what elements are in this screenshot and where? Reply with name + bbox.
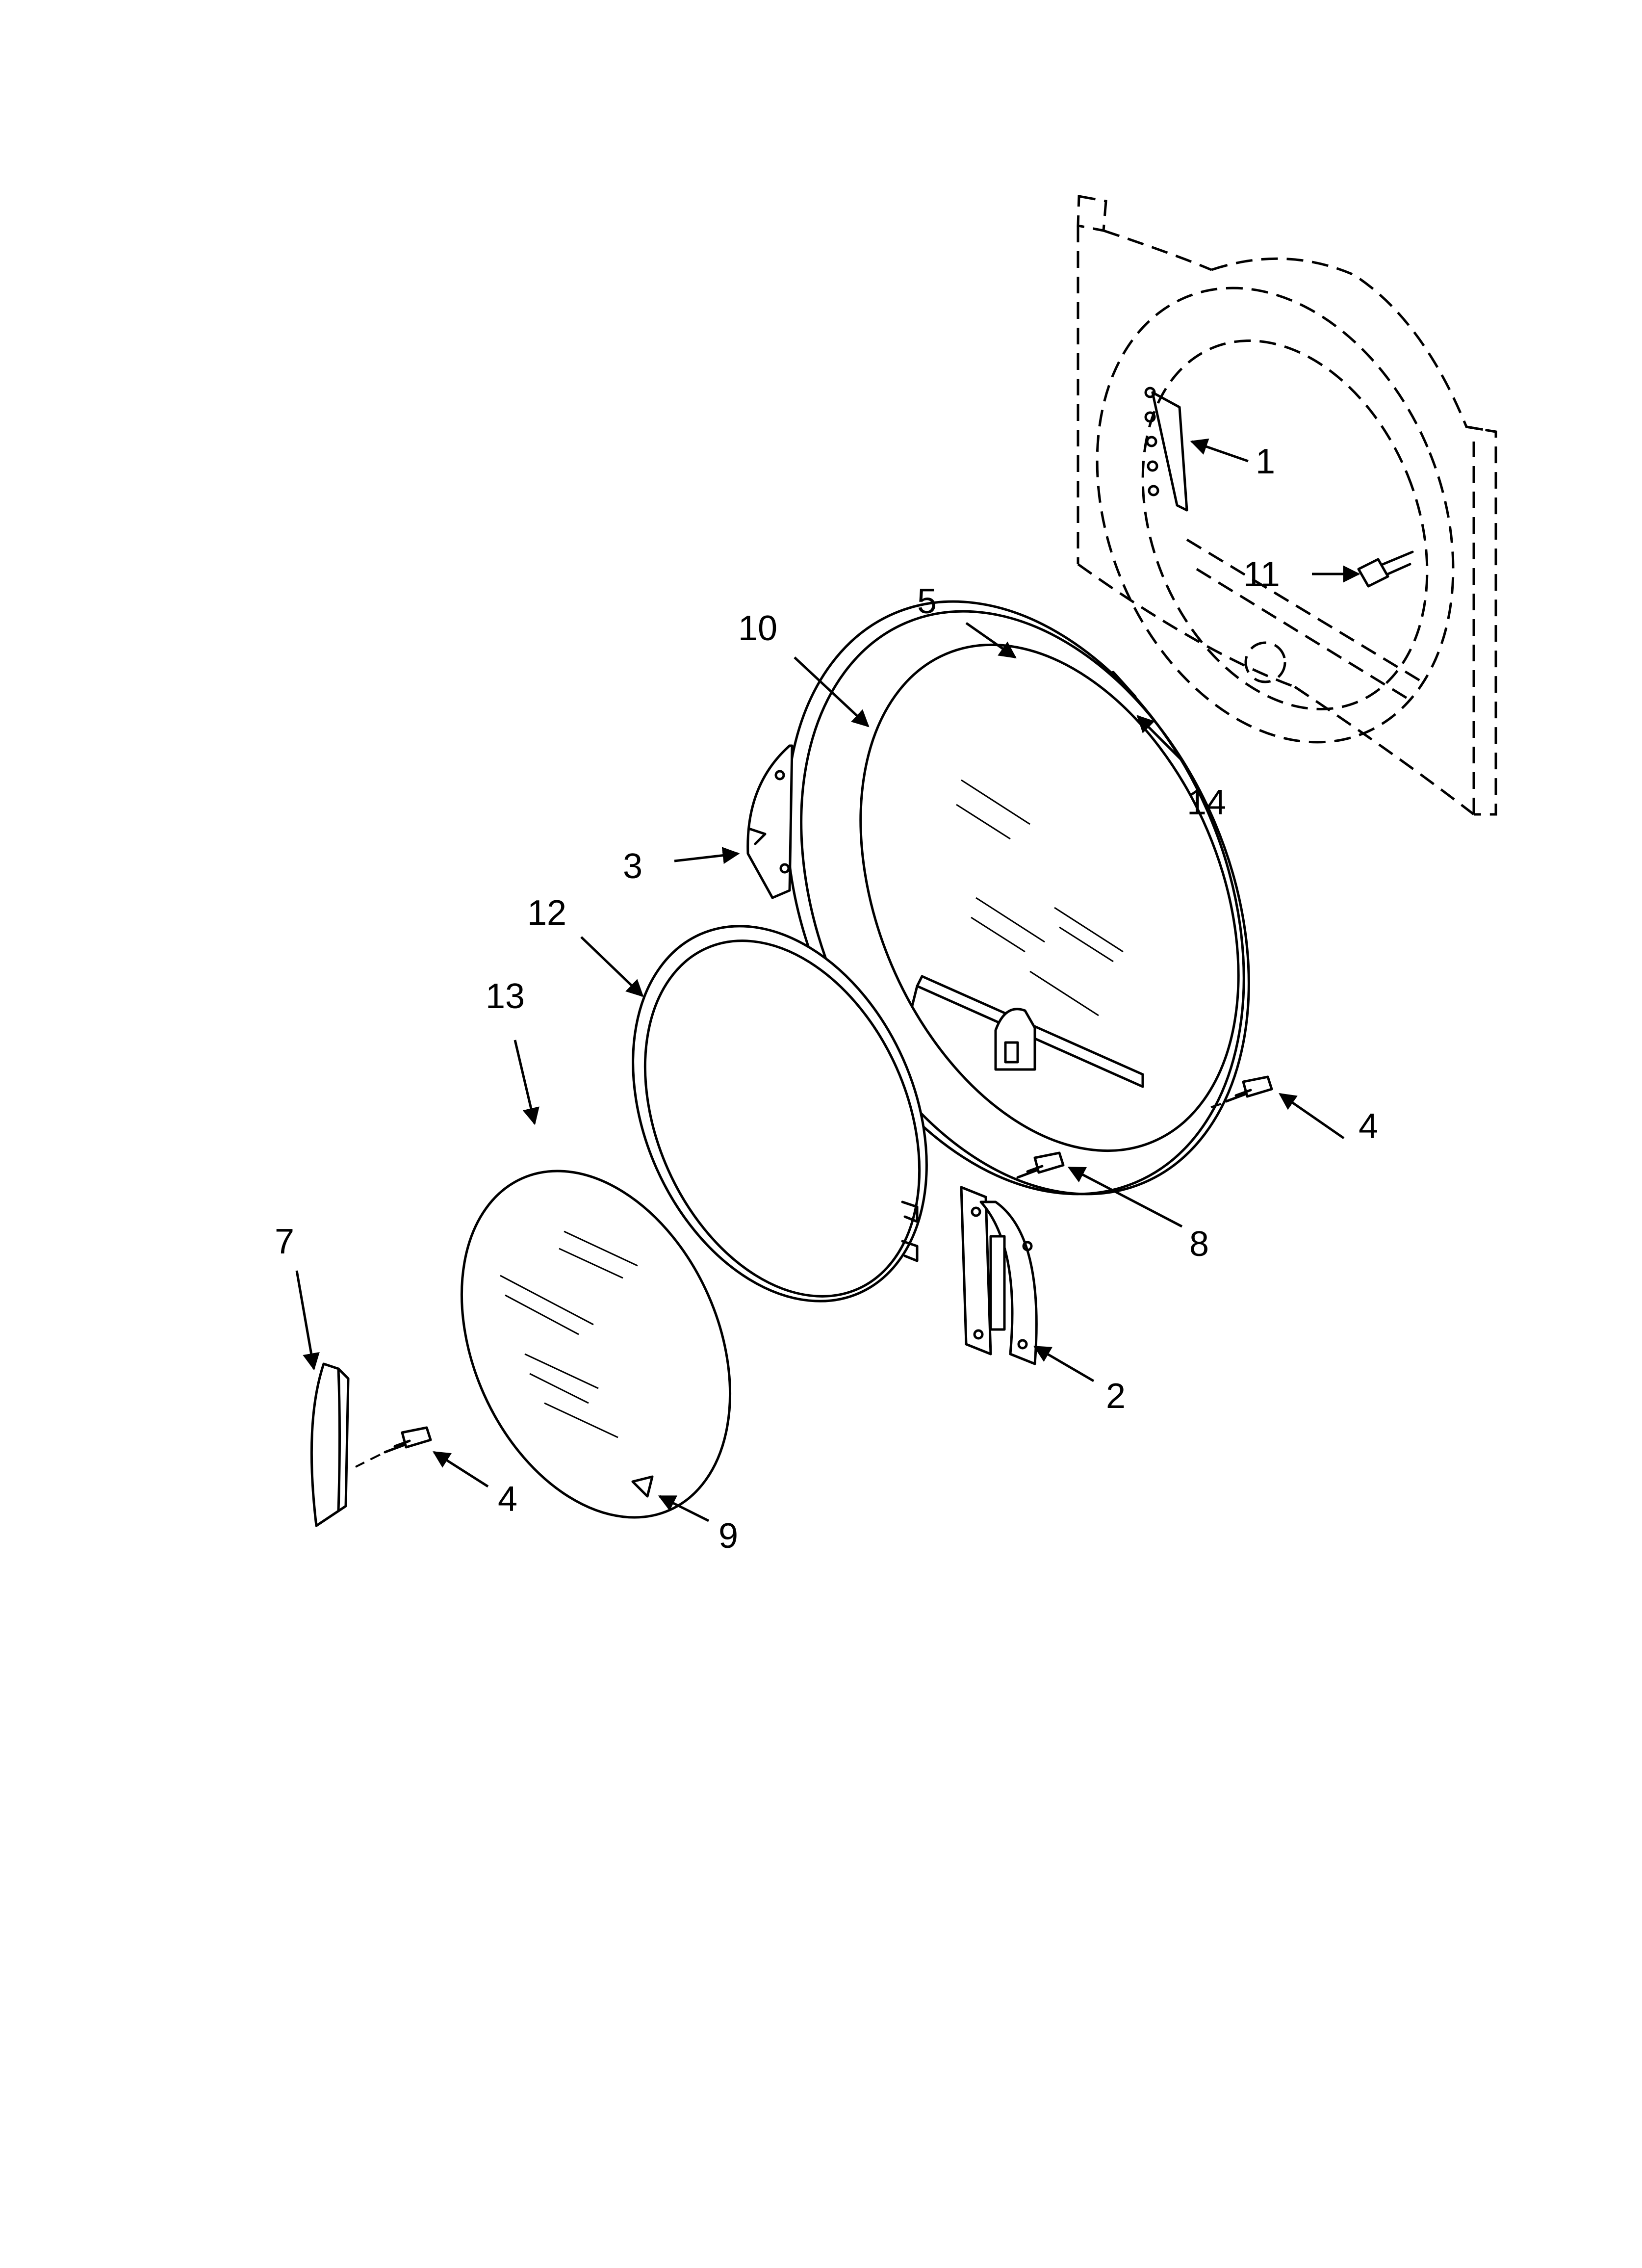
callout-1: 1 <box>1256 442 1275 481</box>
callout-2: 2 <box>1106 1377 1126 1416</box>
part-4-right-guide-line <box>1206 1103 1222 1110</box>
callout-labels: 1 11 5 10 14 3 12 13 4 8 7 2 4 9 <box>275 442 1378 1556</box>
callout-4-left: 4 <box>498 1480 517 1519</box>
part-1-strip <box>1144 387 1188 512</box>
part-12-inner-ring <box>632 925 928 1303</box>
part-7-handle <box>310 1362 350 1527</box>
part-4-screw-right <box>1225 1075 1273 1103</box>
callout-7: 7 <box>275 1222 294 1261</box>
callout-13: 13 <box>486 977 525 1016</box>
part-4-screw-left <box>384 1426 432 1454</box>
cabinet-front-panel-outline <box>1077 195 1497 816</box>
callout-arrows <box>295 438 1360 1522</box>
callout-4-right: 4 <box>1359 1107 1378 1146</box>
callout-9: 9 <box>718 1516 738 1556</box>
callout-14: 14 <box>1187 783 1226 822</box>
callout-12: 12 <box>527 893 566 933</box>
callout-11: 11 <box>1243 555 1280 594</box>
part-2-door-hinge <box>960 1186 1038 1365</box>
part-11-screw <box>1357 550 1414 588</box>
callout-10: 10 <box>738 609 777 648</box>
part-9-plug <box>631 1475 654 1498</box>
part-3-hinge-cover <box>746 744 794 899</box>
callout-8: 8 <box>1189 1225 1209 1264</box>
part-10-door-frame <box>785 600 1250 1196</box>
part-13-door-glass <box>460 1170 732 1519</box>
callout-5: 5 <box>917 582 937 621</box>
part-4-left-guide-line <box>355 1454 381 1468</box>
callout-3: 3 <box>623 847 642 886</box>
part-8-screw <box>1016 1151 1065 1179</box>
